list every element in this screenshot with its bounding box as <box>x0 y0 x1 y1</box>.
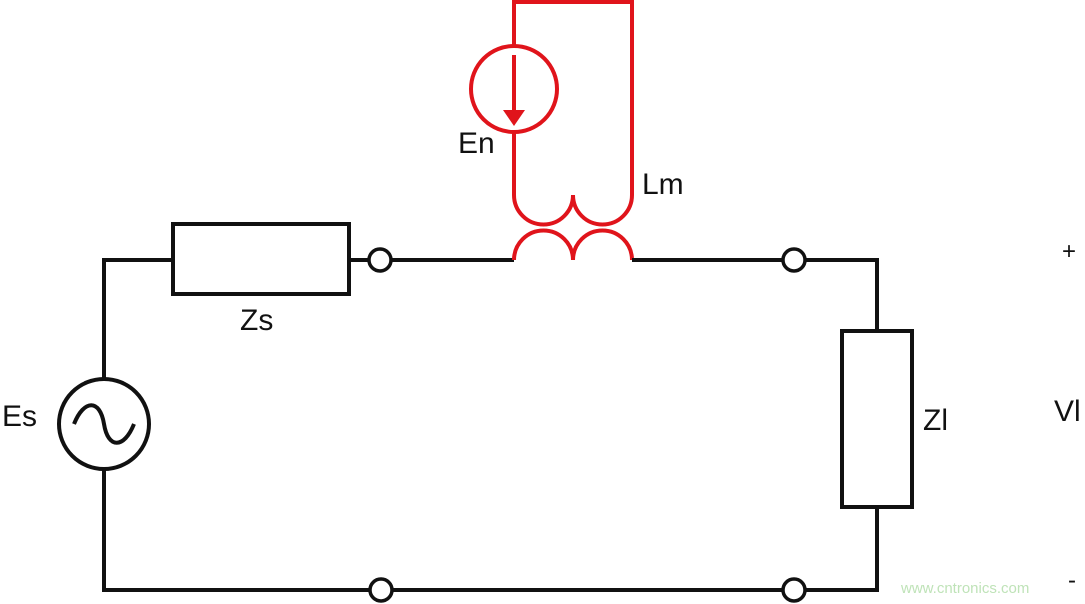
label-plus: + <box>1062 238 1076 265</box>
main-circuit <box>57 222 914 603</box>
label-en: En <box>458 127 495 160</box>
load-impedance-resistor <box>840 329 914 509</box>
label-minus: - <box>1068 567 1076 594</box>
noise-loop-wire <box>512 0 634 195</box>
source-impedance-resistor <box>171 222 351 296</box>
terminal-top-left <box>367 247 393 273</box>
terminal-bottom-left <box>368 577 394 603</box>
secondary-coil <box>512 228 634 261</box>
sine-wave-icon <box>72 403 136 445</box>
wire-left-bottom <box>102 469 369 592</box>
label-zs: Zs <box>240 304 273 337</box>
wire-zl-to-bottom <box>806 507 879 592</box>
label-lm: Lm <box>642 168 684 201</box>
primary-coil <box>512 194 634 227</box>
label-vl: Vl <box>1054 395 1081 428</box>
wire-terminal-to-zl <box>806 258 879 331</box>
terminal-bottom-right <box>781 577 807 603</box>
ac-source-circle <box>57 377 151 471</box>
terminal-top-right <box>781 247 807 273</box>
label-es: Es <box>2 400 37 433</box>
label-zl: Zl <box>923 404 948 437</box>
watermark: www.cntronics.com <box>900 580 1029 597</box>
arrow-head <box>503 110 525 126</box>
noise-loop <box>469 0 634 227</box>
noise-source-circle <box>469 44 559 134</box>
wire-left-top <box>102 258 173 379</box>
